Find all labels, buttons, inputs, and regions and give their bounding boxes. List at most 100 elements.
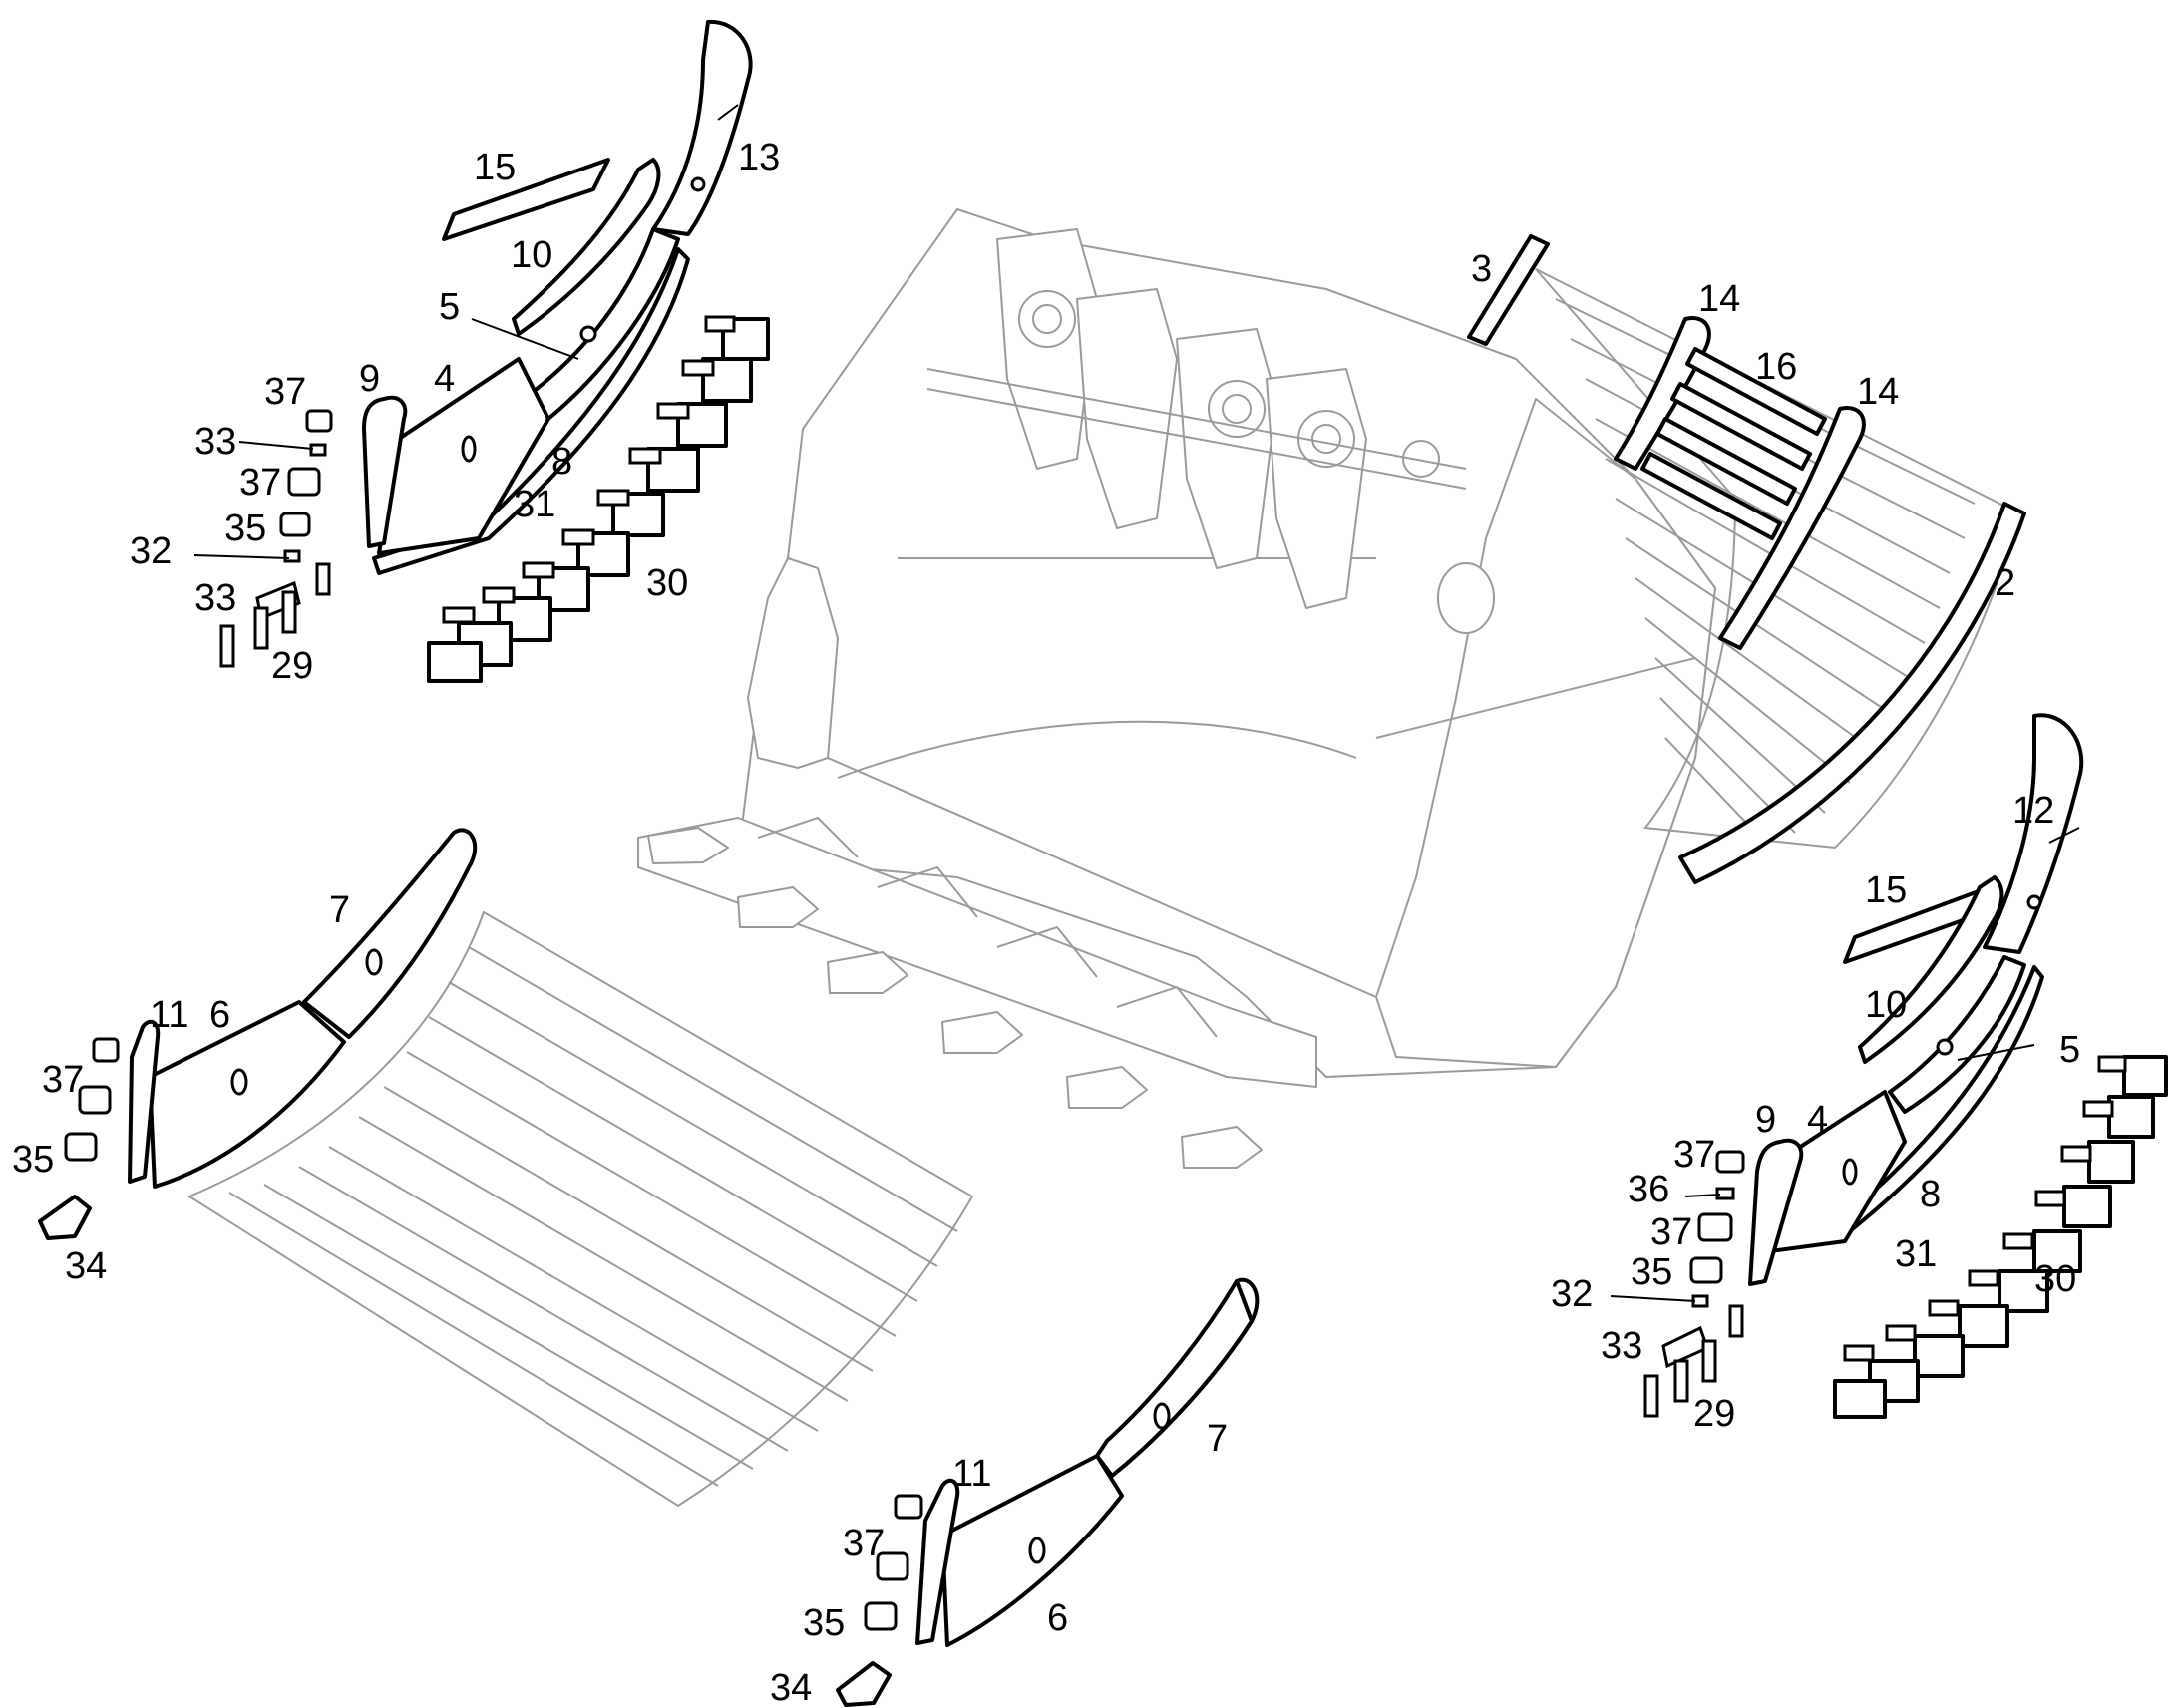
callout-35b: 35 — [12, 1139, 54, 1181]
part-7a — [302, 828, 478, 1039]
callout-33a: 33 — [194, 421, 236, 463]
callout-10a: 10 — [511, 234, 552, 276]
part-35d — [864, 1601, 898, 1631]
callout-34b: 34 — [770, 1667, 812, 1708]
callout-15a: 15 — [474, 147, 516, 188]
bucket-body — [637, 208, 1716, 1169]
part-36 — [1715, 1187, 1735, 1200]
callout-34a: 34 — [65, 1245, 107, 1287]
callout-15b: 15 — [1865, 869, 1907, 911]
part-35a — [279, 512, 311, 537]
callout-37f: 37 — [843, 1523, 885, 1564]
part-37h — [876, 1551, 909, 1581]
callout-35d: 35 — [803, 1602, 845, 1644]
part-29b-plates — [1643, 1304, 1744, 1418]
part-34b — [836, 1661, 892, 1707]
callout-6a: 6 — [209, 994, 230, 1036]
callout-16: 16 — [1755, 346, 1797, 388]
part-4b — [1768, 1090, 1907, 1253]
callout-33b: 33 — [194, 577, 236, 619]
top-right-strip-group — [1467, 234, 2026, 884]
callout-29b: 29 — [1693, 1393, 1735, 1435]
part-14b — [1718, 406, 1866, 650]
callout-7b: 7 — [1207, 1418, 1228, 1460]
callout-31a: 31 — [514, 484, 555, 525]
callout-37b: 37 — [239, 462, 281, 504]
part-29a-plates — [219, 562, 331, 668]
callout-3: 3 — [1471, 248, 1492, 290]
part-10b — [1858, 875, 2004, 1064]
part-9b — [1748, 1138, 1804, 1286]
part-10 — [512, 158, 661, 336]
callout-12: 12 — [2012, 790, 2054, 832]
part-31a-wear-strips — [442, 315, 736, 624]
part-8 — [372, 247, 690, 575]
part-11b — [915, 1478, 960, 1645]
callout-9a: 9 — [359, 358, 380, 400]
part-34a — [38, 1195, 92, 1240]
callout-32a: 32 — [130, 530, 172, 572]
part-37f — [1697, 1212, 1733, 1242]
callout-11b: 11 — [952, 1453, 991, 1495]
bottom-liner-plates — [186, 910, 974, 1508]
part-13 — [651, 19, 753, 236]
callout-33c: 33 — [1601, 1325, 1642, 1367]
part-37d — [78, 1085, 112, 1115]
callout-9b: 9 — [1755, 1099, 1776, 1141]
callout-4a: 4 — [434, 358, 455, 400]
leader-lines — [193, 104, 2080, 1302]
part-31b-wear-strips — [1843, 1055, 2127, 1362]
callout-8a: 8 — [551, 441, 572, 483]
callout-5a: 5 — [439, 286, 460, 328]
callout-labels: 15 13 10 5 37 9 4 33 37 8 35 31 32 30 33… — [12, 137, 2080, 1708]
callout-11a: 11 — [150, 994, 188, 1036]
callout-32b: 32 — [1551, 1273, 1593, 1315]
middle-left-wear-group — [38, 828, 478, 1240]
callout-10b: 10 — [1865, 984, 1907, 1026]
callout-37e: 37 — [1650, 1211, 1692, 1253]
callout-30a: 30 — [646, 562, 688, 604]
part-15 — [442, 158, 610, 241]
bucket-brackets — [926, 228, 1495, 634]
part-9 — [362, 395, 408, 548]
callout-2: 2 — [1995, 562, 2015, 604]
callout-35a: 35 — [224, 508, 266, 549]
callout-7a: 7 — [329, 889, 350, 931]
part-33a — [309, 443, 327, 457]
part-2 — [1678, 502, 2026, 884]
callout-37d: 37 — [1673, 1134, 1715, 1176]
part-37g — [894, 1494, 923, 1520]
callout-37a: 37 — [264, 371, 306, 413]
callout-31b: 31 — [1895, 1233, 1937, 1275]
part-35b — [64, 1132, 98, 1162]
right-side-wear-group — [1643, 713, 2168, 1419]
part-6a — [148, 1000, 346, 1189]
bottom-centre-wear-group — [836, 1277, 1260, 1707]
callout-6b: 6 — [1047, 1597, 1068, 1639]
callout-37c: 37 — [42, 1059, 84, 1101]
part-37c — [92, 1037, 120, 1063]
callout-30b: 30 — [2034, 1258, 2076, 1300]
part-30a-wear-blocks — [427, 317, 770, 683]
callout-14a: 14 — [1698, 278, 1740, 320]
part-35c — [1689, 1256, 1723, 1284]
callout-4b: 4 — [1807, 1099, 1828, 1141]
callout-5b: 5 — [2059, 1029, 2080, 1071]
callout-36: 36 — [1628, 1169, 1669, 1210]
part-16-bars — [1640, 347, 1827, 540]
callout-14b: 14 — [1857, 371, 1899, 413]
part-37e — [1715, 1150, 1745, 1174]
part-32b — [1691, 1294, 1709, 1308]
bucket-teeth — [647, 827, 1263, 1169]
part-7b-body — [1095, 1279, 1254, 1478]
callout-8b: 8 — [1920, 1174, 1941, 1215]
part-5b — [1888, 955, 2026, 1114]
part-32a — [283, 549, 301, 563]
part-14a — [1614, 316, 1711, 471]
part-37a — [305, 409, 333, 433]
left-side-wear-group — [219, 19, 770, 683]
part-3 — [1467, 234, 1550, 346]
callout-13: 13 — [738, 137, 780, 178]
part-11a — [128, 1019, 161, 1184]
